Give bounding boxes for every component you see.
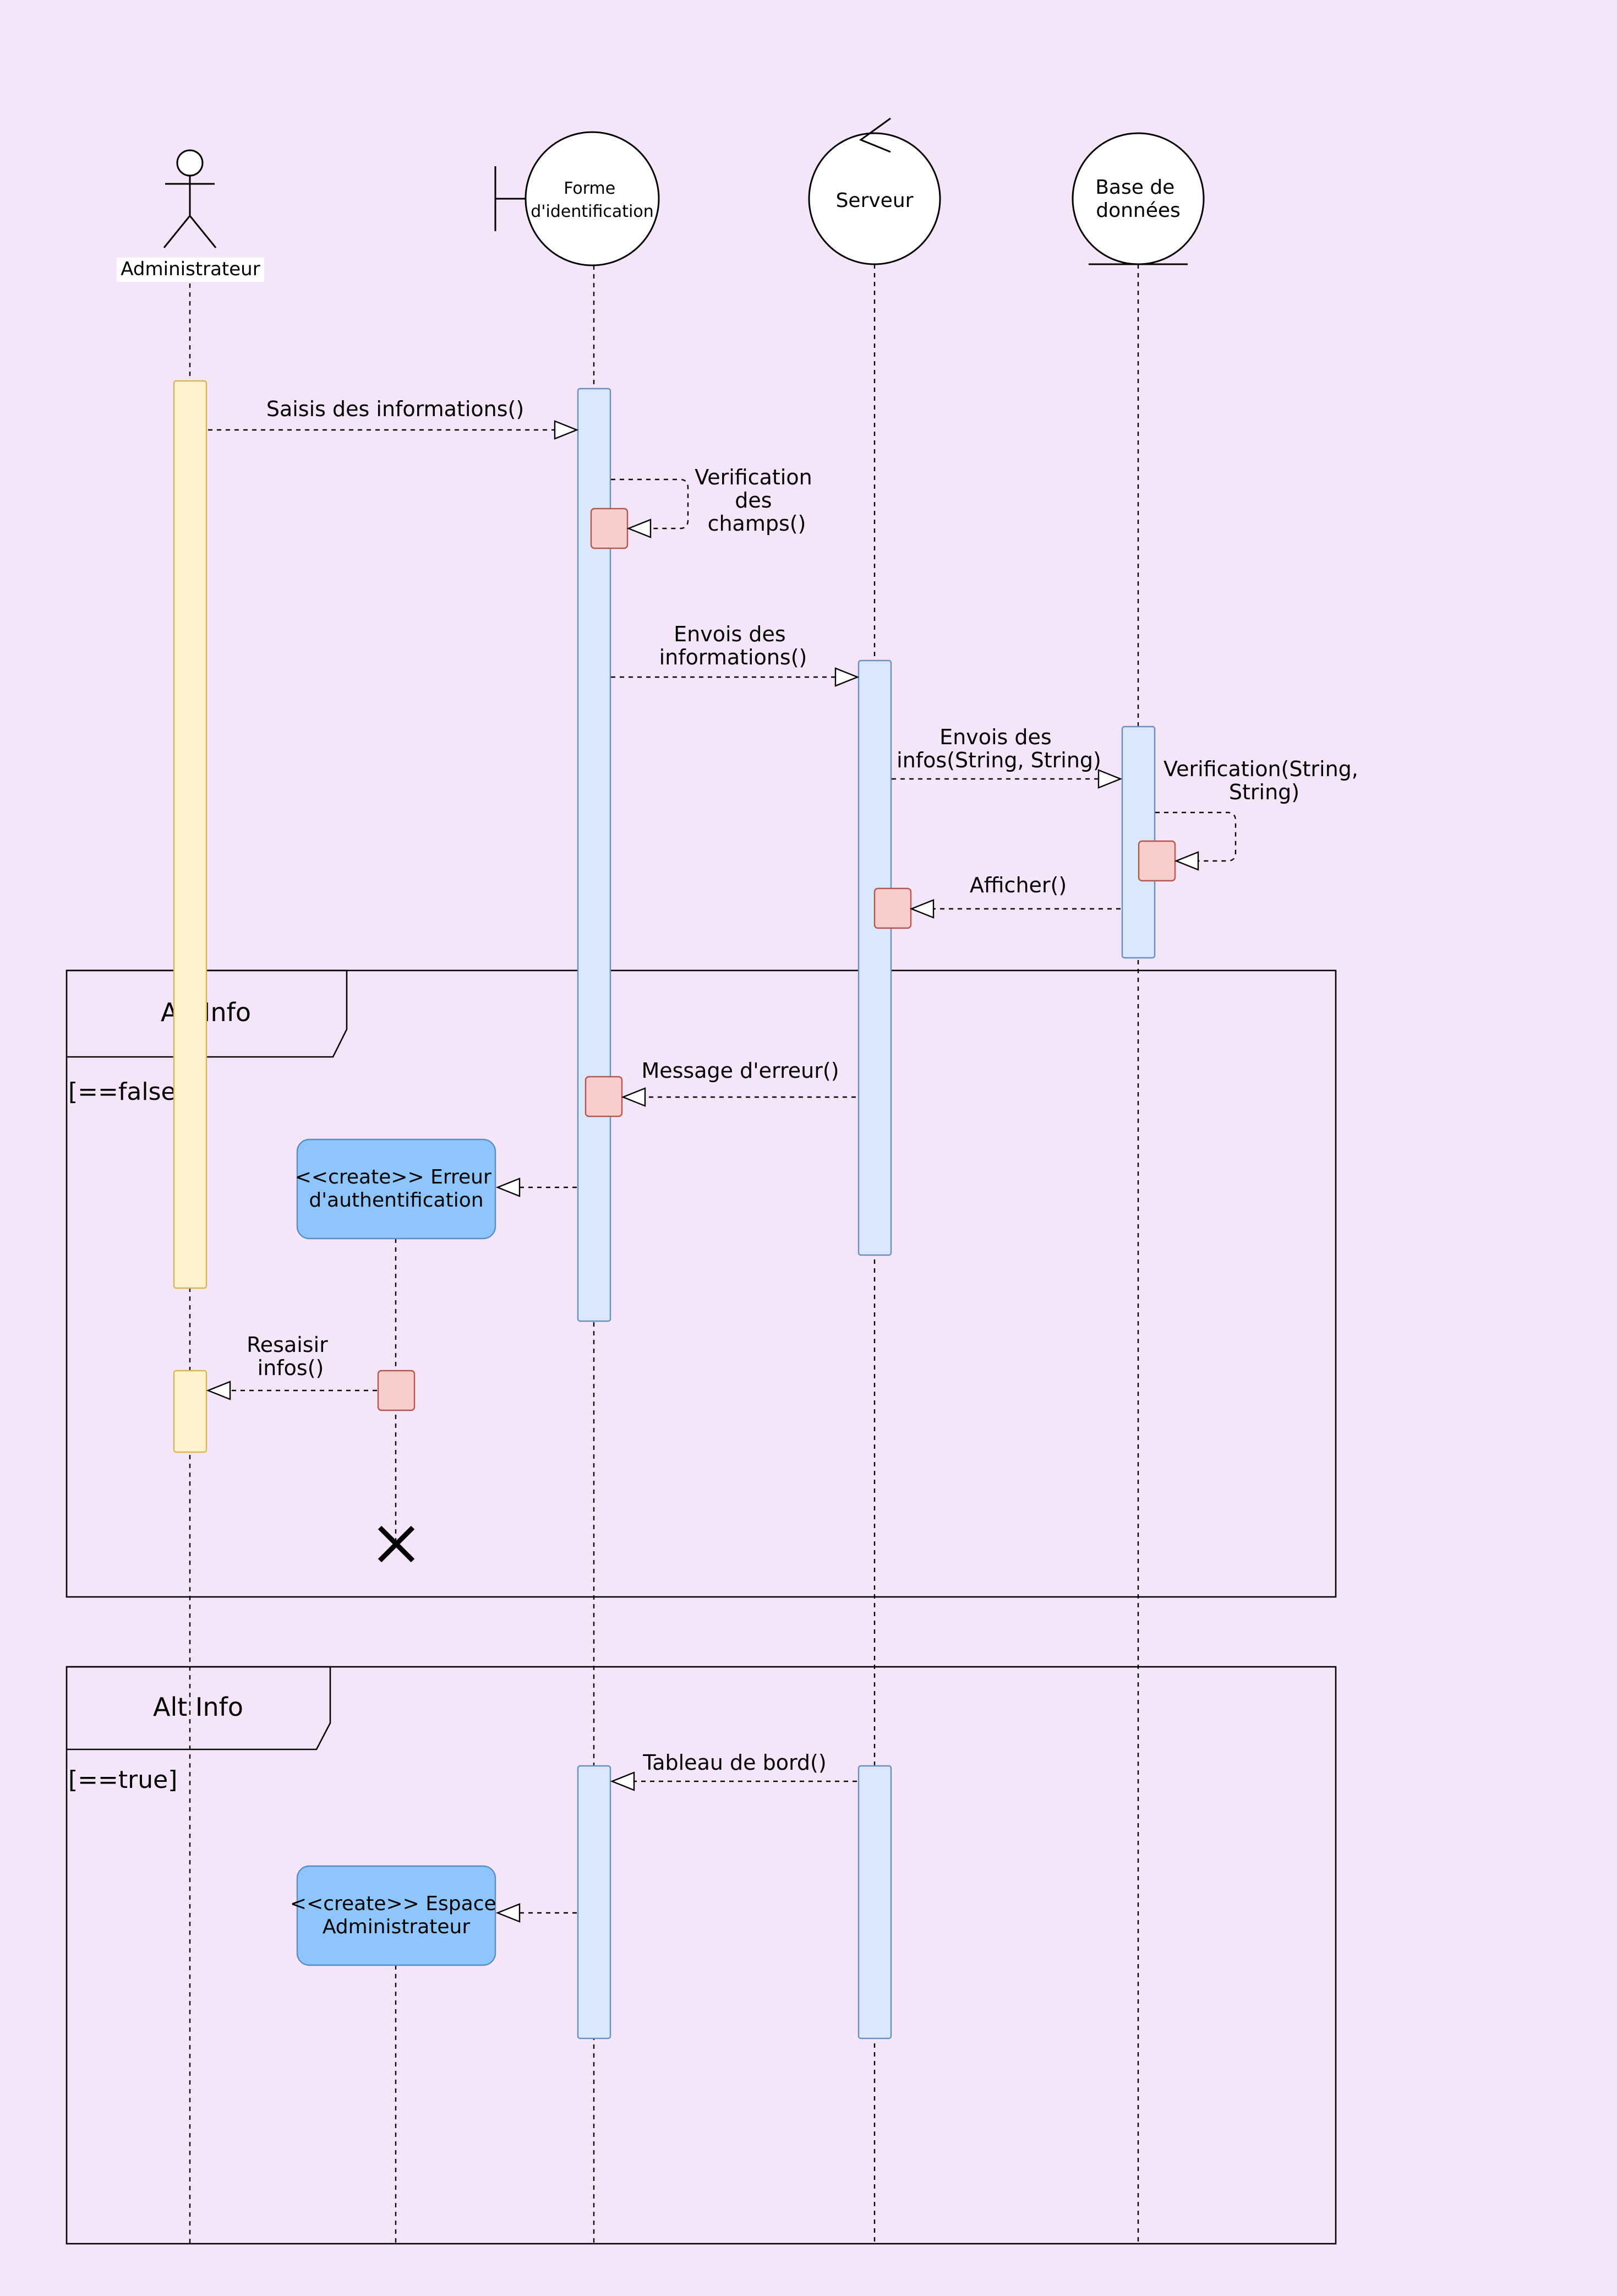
message-label: Resaisir infos(): [247, 1333, 335, 1380]
message-label: Tableau de bord(): [642, 1750, 826, 1775]
alt-fragment-label: Alt Info: [153, 1692, 243, 1722]
activation-serveur: [857, 659, 892, 1256]
message-label: Saisis des informations(): [266, 397, 524, 421]
message-label-line1: Verification(String,: [1163, 757, 1358, 781]
activation-forme-2: [577, 1765, 611, 2039]
message-label-line1: Envois des: [939, 725, 1052, 749]
message-erreur: Message d'erreur(): [621, 1059, 856, 1107]
message-label-line3: champs(): [708, 511, 806, 536]
message-verification-string: Verification(String, String): [1155, 757, 1365, 871]
destroy-x-icon: [378, 1525, 415, 1563]
self-call-verification-champs: [590, 508, 629, 549]
activation-serveur-2: [857, 1765, 892, 2039]
alt-guard: [==false]: [68, 1078, 185, 1106]
activation-admin-resaisir: [173, 1370, 207, 1453]
actor-label: Administrateur: [121, 258, 260, 280]
entity-base-de-donnees: Base de données: [1072, 132, 1205, 265]
message-verification-champs: Verification des champs(): [611, 465, 819, 538]
message-envois-informations: Envois des informations(): [611, 622, 860, 687]
entity-label-line2: données: [1096, 199, 1181, 222]
message-label-line1: Envois des: [674, 622, 786, 646]
message-label-line2: infos(String, String): [897, 748, 1101, 772]
message-envois-infos: Envois des infos(String, String): [892, 725, 1123, 789]
created-object-label: <<create>> Espace Administrateur: [290, 1893, 502, 1938]
entity-label-line1: Base de: [1095, 176, 1174, 199]
created-object-espace: <<create>> Espace Administrateur: [290, 1865, 502, 1966]
message-label-line2: des: [735, 488, 772, 512]
message-label: Envois des infos(String, String): [897, 725, 1101, 772]
message-label: Verification des champs(): [695, 465, 819, 536]
control-label: Serveur: [836, 189, 914, 212]
message-label: Verification(String, String): [1163, 757, 1365, 804]
message-create-espace: [495, 1903, 577, 1923]
boundary-label-line2: d'identification: [531, 202, 653, 221]
message-label-line2: informations(): [659, 645, 807, 669]
entity-label: Base de données: [1095, 176, 1181, 222]
message-label: Envois des informations(): [659, 622, 807, 669]
created-object-line2: Administrateur: [323, 1916, 471, 1938]
message-afficher: Afficher(): [909, 873, 1121, 919]
message-label-line1: Verification: [695, 465, 812, 489]
message-tableau-de-bord: Tableau de bord(): [610, 1750, 857, 1791]
created-object-erreur: <<create>> Erreur d'authentification: [295, 1138, 498, 1240]
created-object-line2: d'authentification: [309, 1189, 483, 1212]
boundary-label: Forme d'identification: [531, 179, 653, 221]
reply-box-resaisir: [377, 1370, 416, 1411]
message-create-erreur: [495, 1177, 577, 1197]
control-serveur: Serveur: [808, 117, 941, 265]
actor-administrateur: Administrateur: [117, 149, 264, 282]
message-label-line1: Resaisir: [247, 1333, 328, 1357]
alt-fragment-true: Alt Info [==true]: [65, 1666, 1337, 2245]
created-object-label: <<create>> Erreur d'authentification: [295, 1166, 498, 1212]
created-object-line1: <<create>> Erreur: [295, 1166, 491, 1188]
alt-guard: [==true]: [68, 1766, 177, 1794]
message-saisis-informations: Saisis des informations(): [208, 397, 579, 440]
reply-box-afficher: [873, 887, 912, 929]
message-resaisir-infos: Resaisir infos(): [206, 1333, 377, 1400]
message-label: Message d'erreur(): [641, 1059, 839, 1083]
self-call-verification-string: [1138, 840, 1176, 882]
boundary-label-line1: Forme: [564, 179, 615, 198]
message-label-line2: infos(): [258, 1356, 324, 1380]
created-object-line1: <<create>> Espace: [290, 1893, 496, 1915]
reply-box-message-erreur: [584, 1076, 623, 1117]
boundary-forme-identification: Forme d'identification: [494, 131, 660, 266]
activation-admin: [173, 380, 207, 1289]
message-label-line2: String): [1229, 780, 1299, 804]
message-label: Afficher(): [970, 873, 1067, 897]
